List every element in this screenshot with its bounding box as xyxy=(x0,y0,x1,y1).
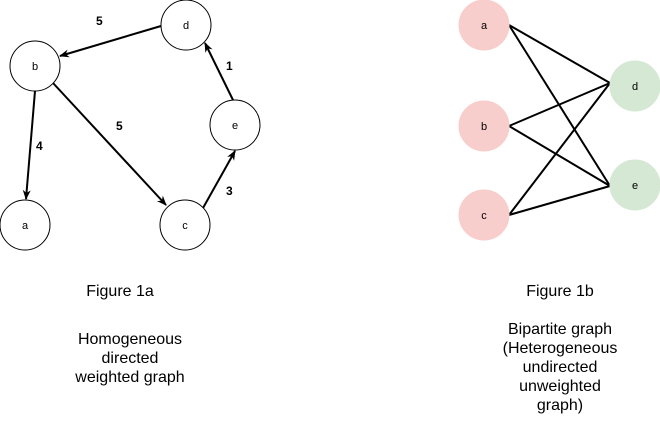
figure-1a-graph: 5 4 5 3 1 d b e a c xyxy=(0,0,261,251)
figure-1b-description: Bipartite graph (Heterogeneous undirecte… xyxy=(470,320,650,415)
node-a: a xyxy=(0,199,51,251)
edge-c-e xyxy=(202,150,236,209)
node-e-right: e xyxy=(609,159,660,211)
node-b: b xyxy=(9,40,61,92)
node-c-left: c xyxy=(458,189,510,241)
svg-text:d: d xyxy=(632,81,638,93)
figure-1a-description-line: Homogeneous xyxy=(77,331,183,348)
figure-1b-description-line: (Heterogeneous xyxy=(502,340,618,357)
figure-1b-description-line: graph) xyxy=(536,397,584,414)
svg-text:e: e xyxy=(632,180,638,192)
edge-b-a xyxy=(22,90,36,200)
svg-text:a: a xyxy=(22,220,29,232)
node-a-left: a xyxy=(458,0,510,51)
edge-b-e xyxy=(508,125,611,187)
edge-e-d xyxy=(204,42,234,101)
svg-text:a: a xyxy=(481,20,488,32)
edge-weight-b-a: 4 xyxy=(36,139,43,153)
figure-1a-title: Figure 1a xyxy=(86,283,154,300)
edge-a-d xyxy=(508,24,611,84)
edge-b-d xyxy=(508,82,611,127)
edge-weight-b-c: 5 xyxy=(116,119,123,133)
svg-text:b: b xyxy=(481,121,487,133)
figure-1b-graph: a b c d e xyxy=(458,0,660,241)
figure-1b-description-line: unweighted xyxy=(519,378,601,395)
figure-1a-description-line: directed xyxy=(101,350,159,367)
svg-text:c: c xyxy=(481,210,487,222)
edge-weight-c-e: 3 xyxy=(226,184,233,198)
svg-text:e: e xyxy=(232,120,238,132)
edge-d-b xyxy=(59,25,162,58)
edge-b-c xyxy=(52,82,167,206)
svg-text:d: d xyxy=(183,20,189,32)
figure-1b-description-line: undirected xyxy=(522,359,598,376)
edge-c-e xyxy=(508,185,611,216)
figure-1a-description: Homogeneous directed weighted graph xyxy=(40,330,220,387)
figure-1b-title: Figure 1b xyxy=(526,283,594,300)
node-e: e xyxy=(209,99,261,151)
figure-1a-description-line: weighted graph xyxy=(75,369,185,386)
node-c: c xyxy=(159,199,211,251)
node-b-left: b xyxy=(458,100,510,152)
node-d: d xyxy=(160,0,212,51)
edge-weight-e-d: 1 xyxy=(226,59,233,73)
svg-text:b: b xyxy=(32,61,38,73)
figure-1b-description-line: Bipartite graph xyxy=(507,321,613,338)
svg-text:c: c xyxy=(182,220,188,232)
node-d-right: d xyxy=(609,60,660,112)
edge-c-d xyxy=(508,82,611,216)
edge-weight-d-b: 5 xyxy=(96,14,103,28)
